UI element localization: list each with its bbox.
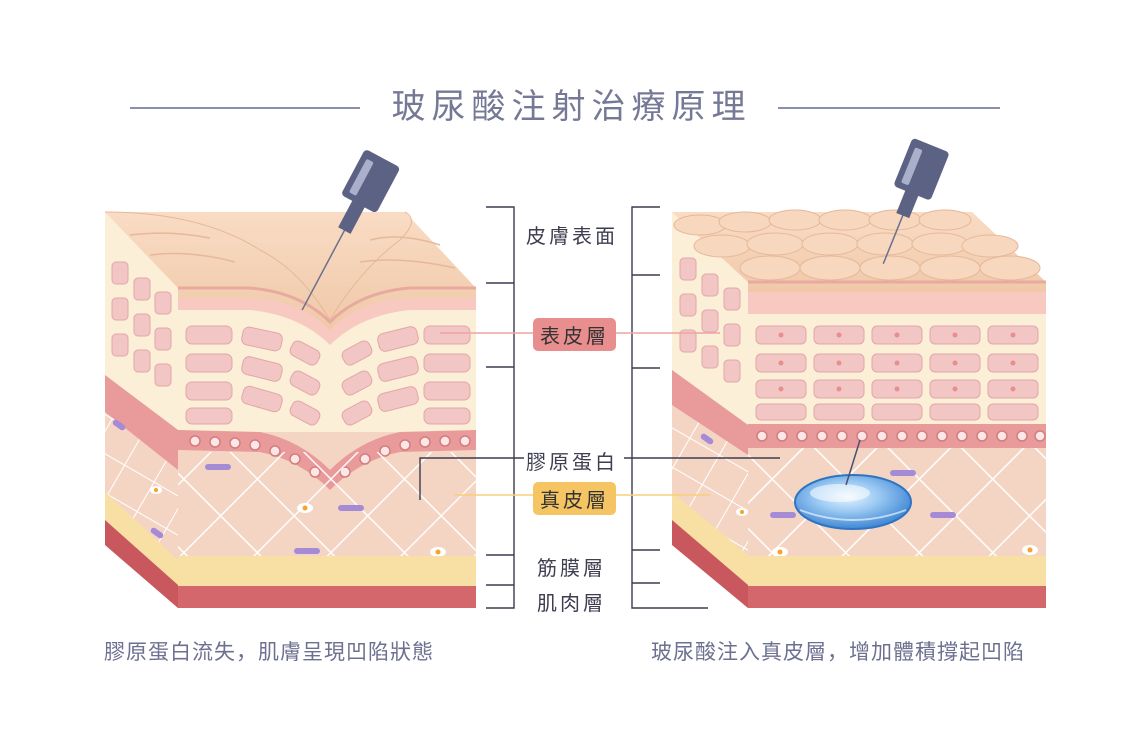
label-dermis: 真皮層: [533, 482, 616, 515]
left-skin-block: [104, 150, 476, 608]
label-epidermis: 表皮層: [533, 318, 616, 351]
hyaluronic-gel-icon: [794, 474, 912, 530]
label-fascia: 筋膜層: [537, 556, 606, 580]
left-side-face: [105, 212, 178, 608]
right-syringe-icon: [882, 138, 949, 265]
label-collagen: 膠原蛋白: [526, 450, 618, 474]
label-muscle: 肌肉層: [537, 591, 606, 615]
left-syringe-icon: [301, 150, 400, 311]
right-front-face: [736, 282, 1046, 608]
title-right-rule: [778, 107, 1000, 109]
caption-left: 膠原蛋白流失，肌膚呈現凹陷狀態: [104, 640, 434, 664]
center-brackets: [419, 206, 780, 609]
title-left-rule: [130, 107, 360, 109]
label-skin-surface: 皮膚表面: [526, 224, 618, 248]
left-front-face: [150, 288, 476, 608]
title-row: 玻尿酸注射治療原理: [0, 82, 1143, 132]
page-title: 玻尿酸注射治療原理: [0, 82, 1143, 132]
left-skin-surface: [104, 211, 476, 330]
right-skin-surface: [672, 209, 1046, 292]
page-title-text: 玻尿酸注射治療原理: [369, 87, 774, 127]
right-side-face: [672, 212, 748, 608]
caption-right: 玻尿酸注入真皮層，增加體積撐起凹陷: [651, 640, 1025, 664]
right-skin-block: [672, 138, 1046, 608]
left-epidermis-cells: [185, 325, 471, 426]
